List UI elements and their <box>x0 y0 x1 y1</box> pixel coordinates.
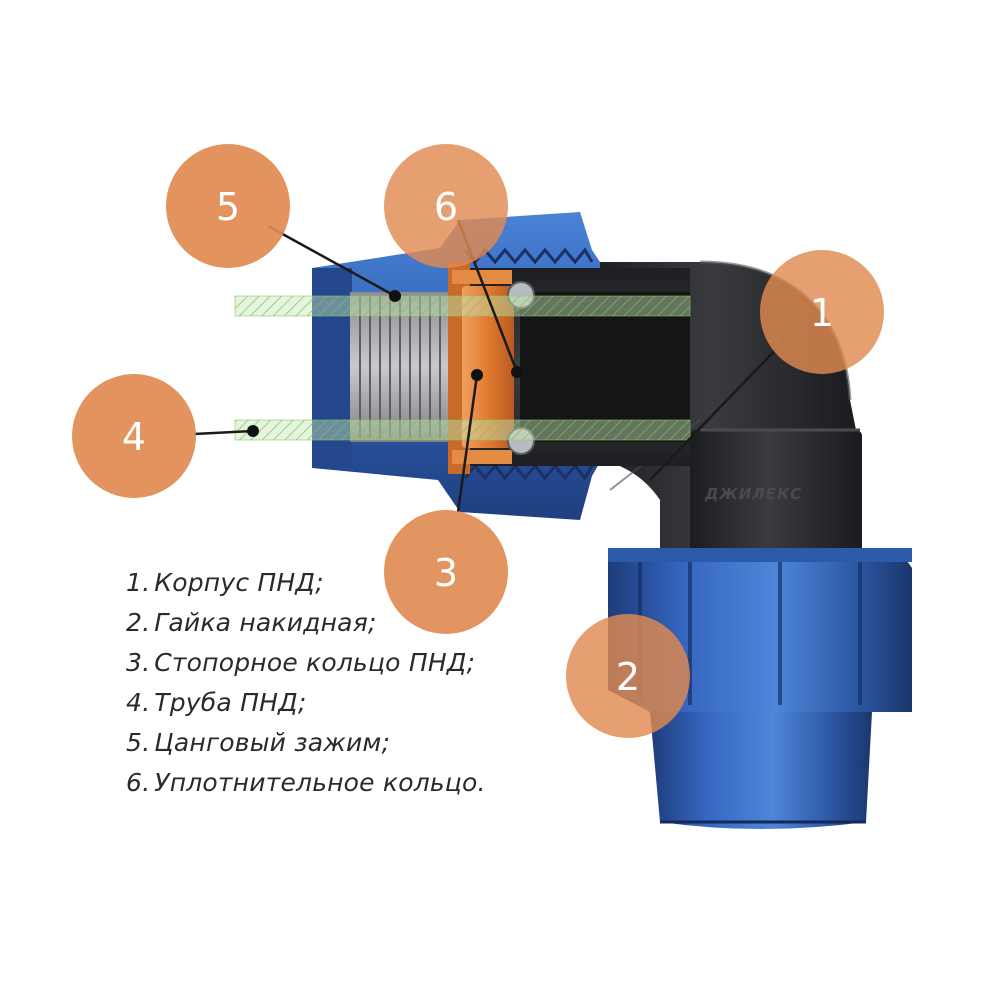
legend-item-text: Гайка накидная; <box>154 608 377 637</box>
marker-3: 3 <box>384 510 508 634</box>
legend-item-number: 2. <box>126 608 151 637</box>
legend-item-text: Цанговый зажим; <box>154 728 391 757</box>
legend-item: 3.Стопорное кольцо ПНД; <box>126 643 486 683</box>
leader-dots <box>247 290 523 437</box>
legend-item-text: Корпус ПНД; <box>154 568 324 597</box>
legend-item-number: 4. <box>126 688 151 717</box>
retaining-ring <box>448 262 514 474</box>
brand-label: ДЖИЛЕКС <box>704 485 802 503</box>
marker-1-label: 1 <box>810 291 834 335</box>
parts-legend: 1.Корпус ПНД; 2.Гайка накидная; 3.Стопор… <box>126 563 486 803</box>
legend-item: 1.Корпус ПНД; <box>126 563 486 603</box>
marker-6-label: 6 <box>434 185 458 229</box>
legend-item: 5.Цанговый зажим; <box>126 723 486 763</box>
marker-4-label: 4 <box>122 415 146 459</box>
legend-item-number: 6. <box>126 768 151 797</box>
marker-6: 6 <box>384 144 508 268</box>
pipe-seat <box>520 292 690 442</box>
pipe-walls <box>234 295 691 441</box>
legend-item-number: 5. <box>126 728 151 757</box>
marker-5-label: 5 <box>216 185 240 229</box>
marker-2-label: 2 <box>616 655 640 699</box>
marker-3-label: 3 <box>434 551 458 595</box>
legend-item-number: 1. <box>126 568 151 597</box>
legend-item-text: Стопорное кольцо ПНД; <box>154 648 476 677</box>
legend-item: 4.Труба ПНД; <box>126 683 486 723</box>
marker-4: 4 <box>72 374 196 498</box>
legend-item-text: Уплотнительное кольцо. <box>154 768 486 797</box>
legend-item: 6.Уплотнительное кольцо. <box>126 763 486 803</box>
legend-item-text: Труба ПНД; <box>154 688 307 717</box>
marker-5: 5 <box>166 144 290 268</box>
legend-item: 2.Гайка накидная; <box>126 603 486 643</box>
marker-1: 1 <box>760 250 884 374</box>
marker-2: 2 <box>566 614 690 738</box>
collet-clamp <box>350 292 452 442</box>
legend-item-number: 3. <box>126 648 151 677</box>
